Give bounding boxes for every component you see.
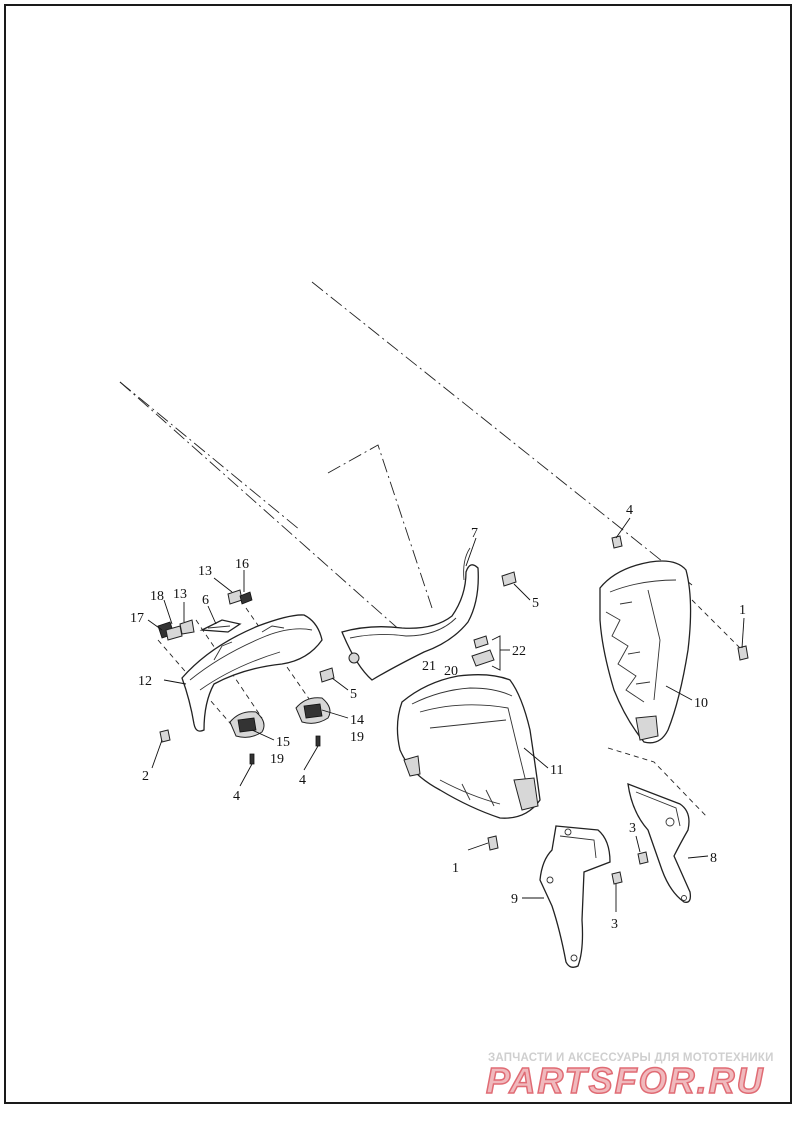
callout-16: 16 bbox=[235, 557, 249, 572]
callout-labels: 1 1 2 3 3 4 4 4 5 5 6 7 8 9 10 11 12 13 … bbox=[130, 503, 746, 932]
callout-13-lower: 13 bbox=[173, 587, 187, 602]
callout-6: 6 bbox=[202, 593, 209, 608]
callout-2: 2 bbox=[142, 769, 149, 784]
assembly-centerlines bbox=[119, 281, 741, 819]
callout-4-left: 4 bbox=[233, 789, 240, 804]
callout-19-middle: 19 bbox=[350, 730, 364, 745]
callout-3-upper: 3 bbox=[629, 821, 636, 836]
part-14-lamp-module bbox=[295, 697, 331, 724]
hardware-fasteners bbox=[157, 535, 749, 885]
part-9-mount-bracket bbox=[539, 825, 611, 968]
callout-13-upper: 13 bbox=[198, 564, 212, 579]
callout-15: 15 bbox=[276, 735, 290, 750]
callout-21: 21 bbox=[422, 659, 436, 674]
callout-17: 17 bbox=[130, 611, 144, 626]
part-7-inner-panel bbox=[341, 547, 479, 681]
callout-19-left: 19 bbox=[270, 752, 284, 767]
callout-11: 11 bbox=[550, 763, 563, 778]
callout-5-lower: 5 bbox=[350, 687, 357, 702]
callout-3-lower: 3 bbox=[611, 917, 618, 932]
callout-22: 22 bbox=[512, 644, 526, 659]
part-6-clip bbox=[199, 619, 242, 633]
callout-4-top: 4 bbox=[626, 503, 633, 518]
part-12-fairing-cap bbox=[181, 614, 323, 732]
diagram-frame bbox=[4, 4, 792, 1104]
callout-10: 10 bbox=[694, 696, 708, 711]
part-11-headlamp-housing bbox=[396, 674, 541, 819]
part-15-lamp-module bbox=[229, 711, 265, 738]
callout-20: 20 bbox=[444, 664, 458, 679]
callout-7: 7 bbox=[471, 526, 478, 541]
callout-9: 9 bbox=[511, 892, 518, 907]
part-8-support-bracket bbox=[627, 782, 692, 903]
callout-1-right: 1 bbox=[739, 603, 746, 618]
callout-18: 18 bbox=[150, 589, 164, 604]
watermark-logo: PARTSFOR.RU bbox=[485, 1059, 765, 1102]
callout-8: 8 bbox=[710, 851, 717, 866]
watermark-tagline: ЗАПЧАСТИ И АКСЕССУАРЫ ДЛЯ МОТОТЕХНИКИ bbox=[488, 1052, 774, 1064]
callout-1-lower: 1 bbox=[452, 861, 459, 876]
callout-5-upper: 5 bbox=[532, 596, 539, 611]
callout-14: 14 bbox=[350, 713, 364, 728]
callout-4-middle: 4 bbox=[299, 773, 306, 788]
callout-12: 12 bbox=[138, 674, 152, 689]
part-10-bracket-housing bbox=[599, 560, 692, 744]
callout-leaders bbox=[147, 517, 745, 912]
